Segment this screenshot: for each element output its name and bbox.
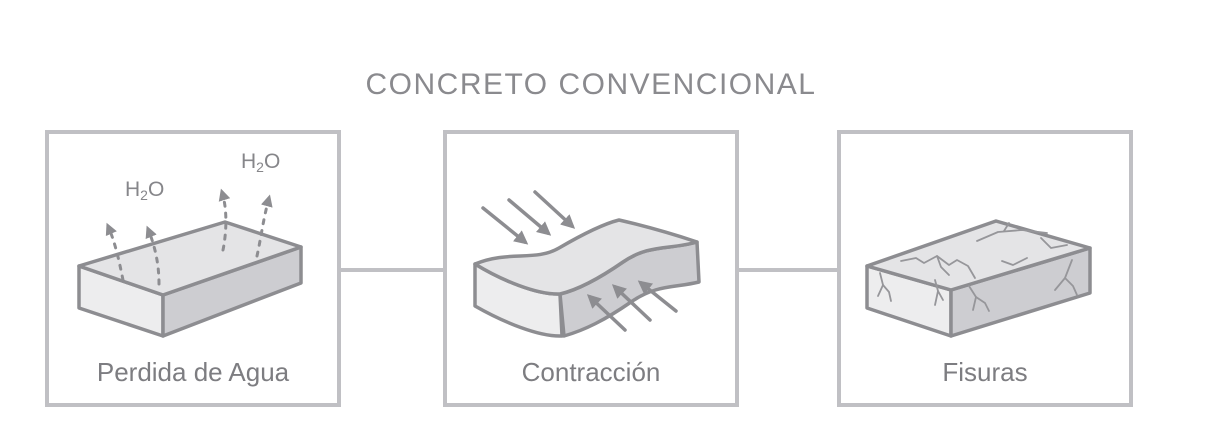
steam-arrow-icon [218, 188, 231, 252]
crack-lines [877, 222, 1078, 312]
cracked-slab-icon [865, 219, 1092, 338]
concrete-slab [77, 220, 303, 338]
pressure-arrows-top [481, 190, 576, 245]
pressure-arrow-icon [507, 198, 552, 236]
h2o-annotation: H2O [241, 150, 280, 175]
cracked-concrete-slab [865, 219, 1092, 338]
crack-icon [882, 284, 892, 302]
step-box-contraccion: Contracción [443, 130, 739, 407]
crack-icon [976, 229, 1048, 242]
crack-icon [937, 290, 944, 301]
slab-top-face [865, 219, 1092, 292]
h2o-annotation: H2O [125, 178, 164, 203]
crack-icon [1001, 257, 1028, 266]
step-box-fisuras: Fisuras [837, 130, 1133, 407]
crack-icon [936, 255, 950, 276]
slab-top-face [77, 220, 303, 297]
steam-arrows [105, 188, 273, 286]
crack-icon [975, 296, 990, 312]
connector-line [341, 268, 443, 272]
water-evaporation-slab-icon: H2O H2O [77, 150, 303, 338]
slab-top-face [473, 218, 699, 296]
crack-icon [1003, 222, 1010, 232]
pressure-arrow-icon [481, 206, 529, 245]
crack-icon [1064, 277, 1078, 296]
pressure-arrow-icon [611, 284, 652, 322]
warped-concrete-slab [473, 218, 701, 338]
step-label-perdida-de-agua: Perdida de Agua [96, 357, 290, 387]
pressure-arrow-icon [533, 190, 576, 229]
steam-arrow-icon [255, 194, 273, 258]
diagram-title: CONCRETO CONVENCIONAL [365, 68, 817, 101]
pressure-arrow-icon [586, 294, 627, 332]
crack-icon [900, 255, 976, 279]
steam-arrow-icon [105, 222, 125, 282]
crack-icon [1040, 237, 1068, 249]
pressure-arrows-bottom [586, 280, 678, 332]
connector-line [739, 268, 837, 272]
pressure-arrow-icon [637, 280, 678, 313]
step-box-perdida-de-agua: H2O H2O Perdida de Agua [45, 130, 341, 407]
steam-arrow-icon [145, 225, 161, 286]
contraction-slab-icon [473, 190, 701, 338]
step-label-fisuras: Fisuras [942, 357, 1028, 387]
step-label-contraccion: Contracción [521, 357, 661, 387]
